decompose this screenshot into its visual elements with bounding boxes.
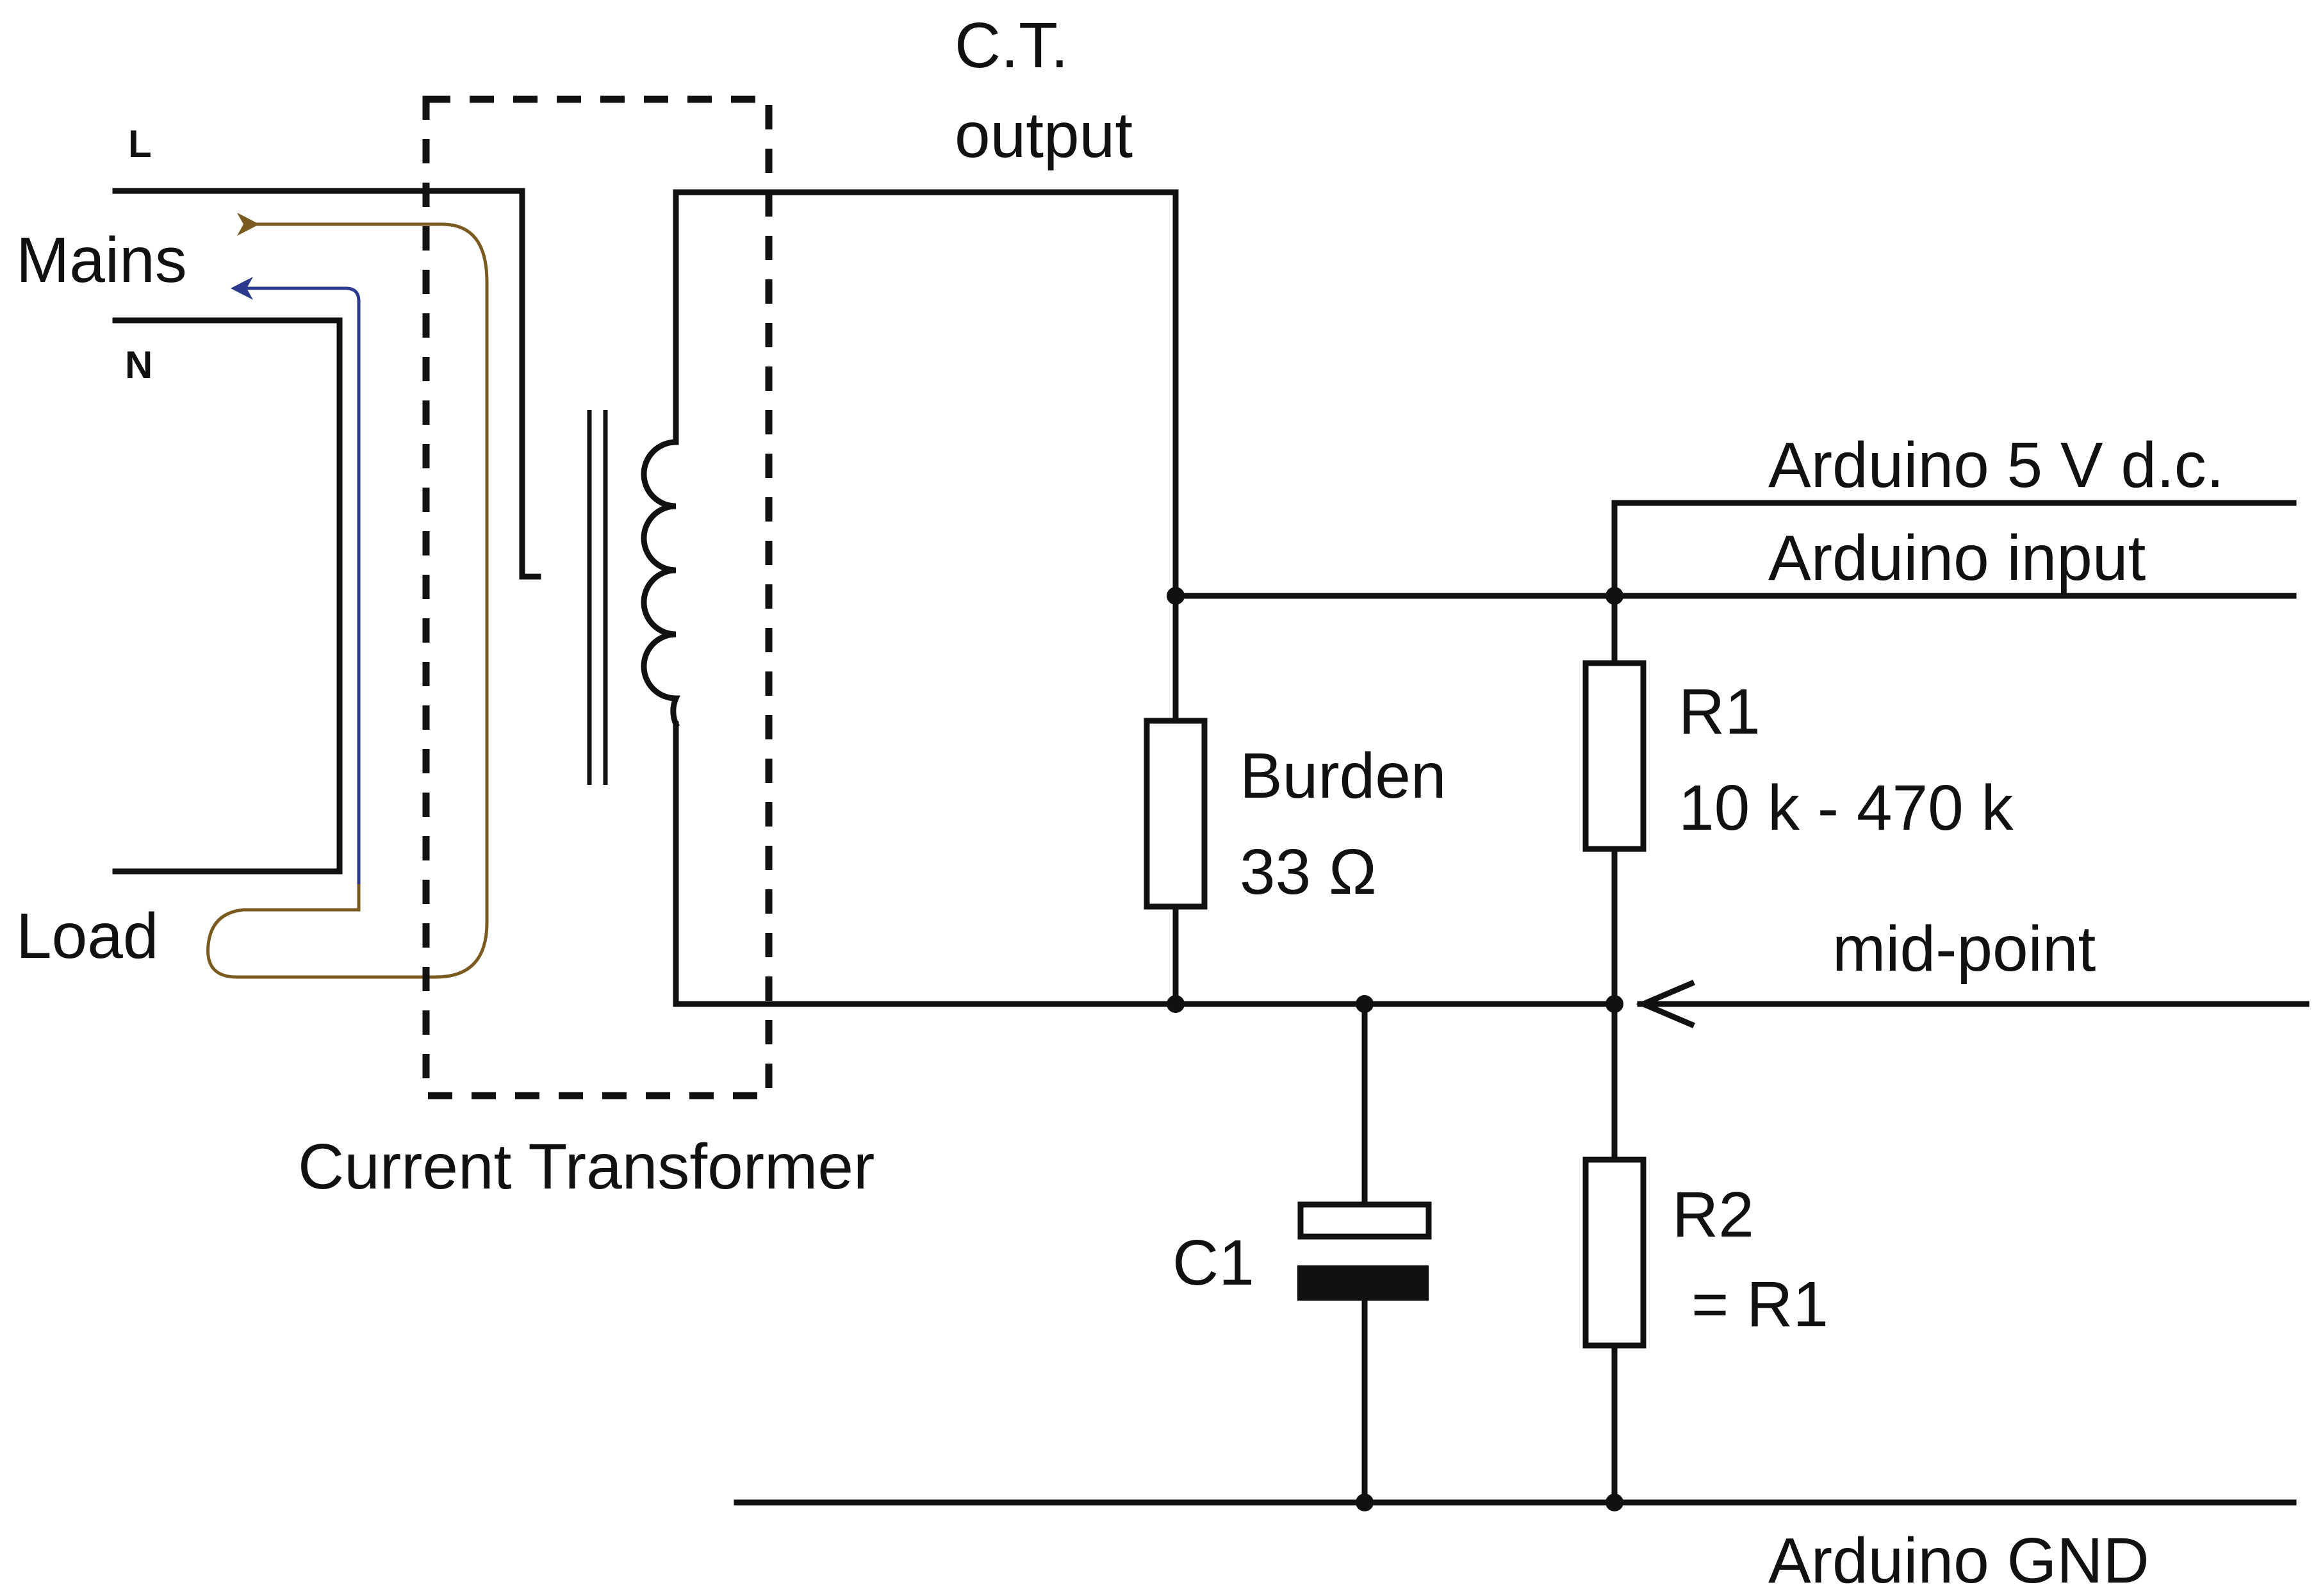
arrow-head-return [231,277,253,300]
ct-output-label-line1: C.T. [955,10,1069,81]
ct-secondary-coil [641,189,680,1007]
arrow-head-outgoing [237,213,259,236]
ct-enclosure-outline [422,95,773,1099]
burden-label: Burden [1240,740,1446,812]
ct-output-wiring [673,189,2297,1007]
arduino-5v-label: Arduino 5 V d.c. [1768,429,2224,501]
ct-core [587,410,608,785]
current-transformer-label: Current Transformer [298,1131,875,1203]
arduino-input-label: Arduino input [1768,522,2146,594]
mid-point-arrow [1636,980,2310,1028]
neutral-label: N [125,343,152,386]
ct-output-label-line2: output [955,99,1133,171]
voltage-divider [1582,500,2297,1506]
burden-resistor [1144,593,1208,1007]
mains-label: Mains [16,224,187,296]
junction-dots [1167,587,1623,1511]
r2-resistor [1582,1156,1647,1349]
current-flow-loops [206,213,489,979]
r1-label: R1 [1679,676,1761,748]
mid-point-label: mid-point [1832,913,2096,985]
burden-value: 33 Ω [1240,836,1377,908]
neutral-conductor [112,317,343,875]
current-flow-outgoing [206,222,489,979]
arduino-gnd-label: Arduino GND [1768,1525,2149,1596]
live-label: L [128,122,152,165]
load-label: Load [16,900,158,972]
capacitor-c1 [1297,1001,1432,1506]
c1-label: C1 [1172,1227,1254,1299]
mains-wiring [112,188,541,875]
r1-resistor [1582,660,1647,852]
r2-label: R2 [1672,1179,1754,1251]
r2-value: = R1 [1691,1269,1828,1340]
live-conductor [112,188,541,580]
r1-value: 10 k - 470 k [1679,772,2014,844]
current-flow-return [243,286,361,884]
